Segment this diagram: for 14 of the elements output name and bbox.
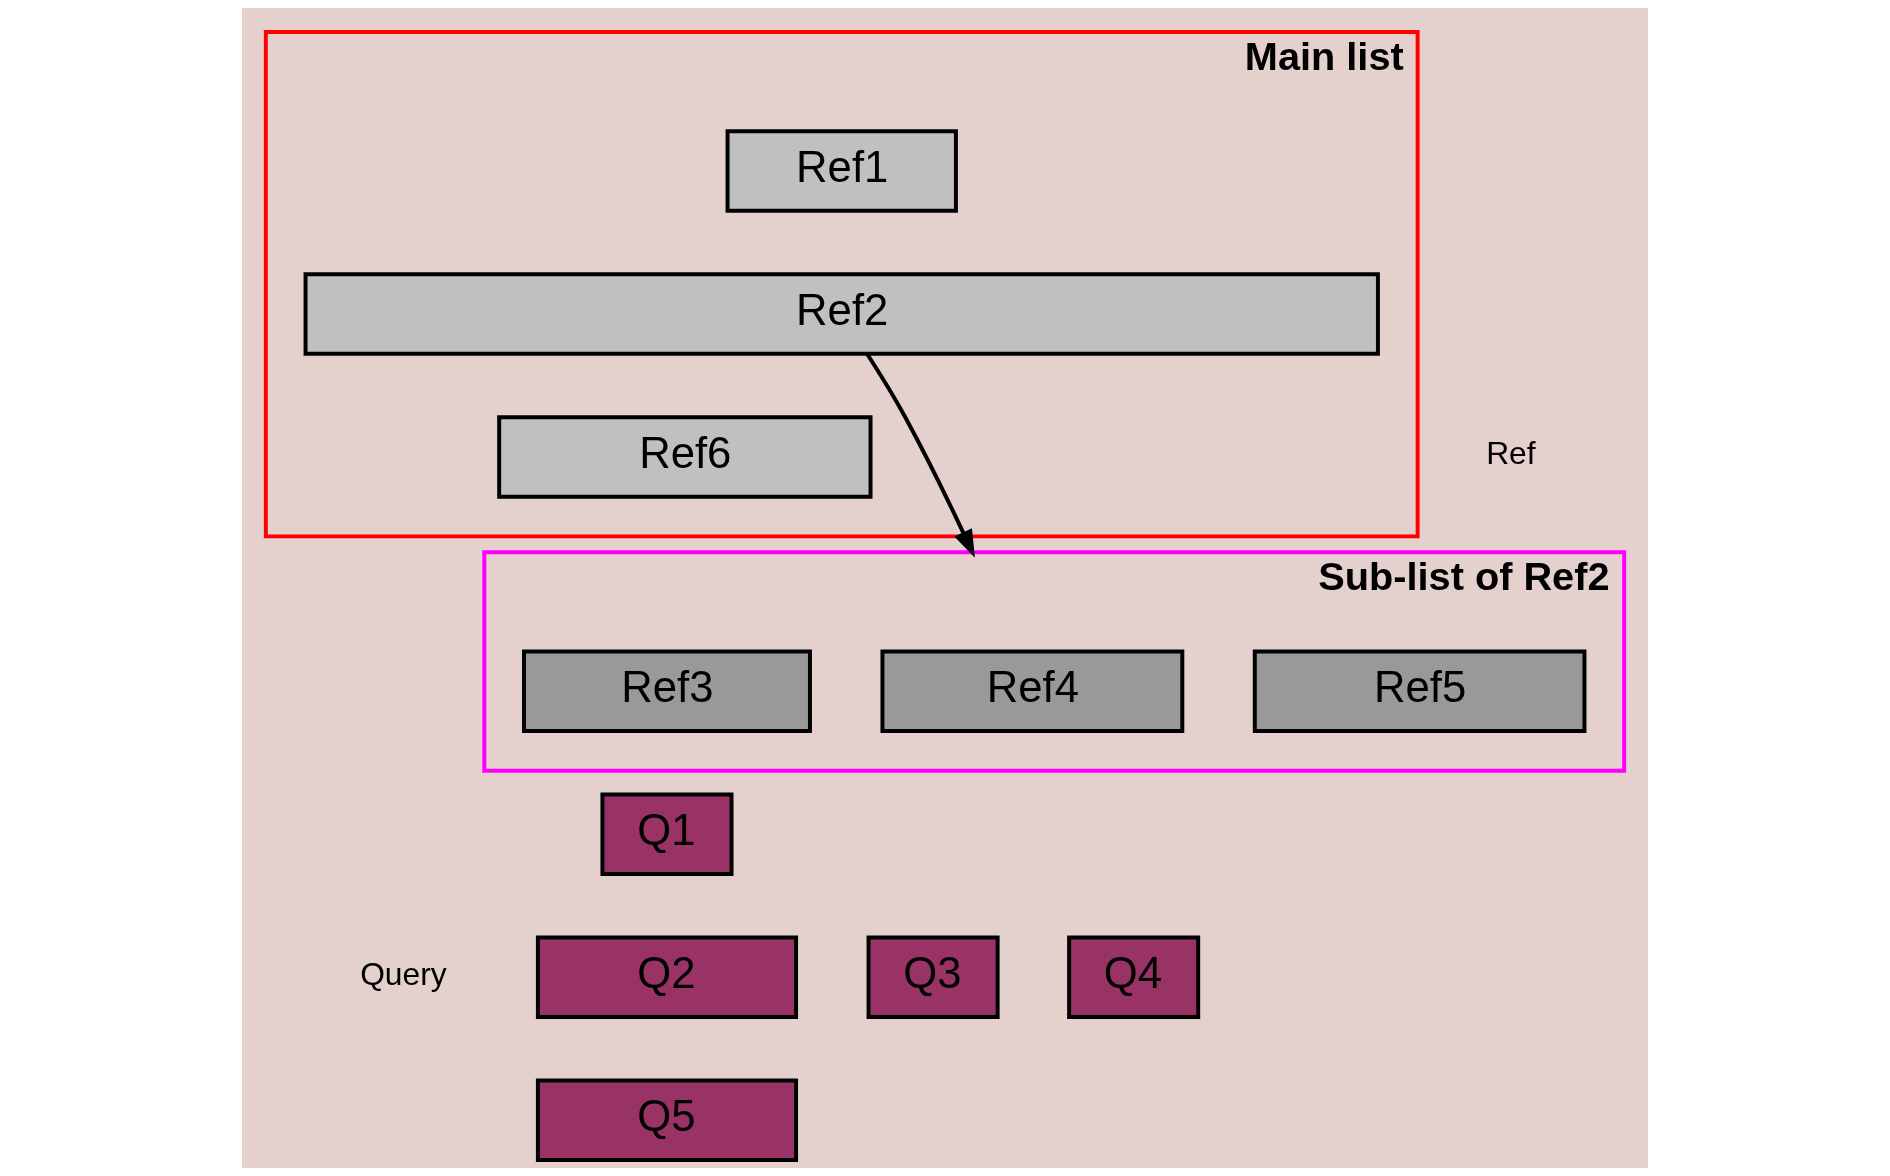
arrow — [865, 352, 975, 558]
node-box: Ref5 — [1252, 649, 1587, 733]
node-box: Q4 — [1067, 935, 1201, 1019]
node-box: Q2 — [535, 935, 799, 1019]
label: Ref — [1486, 435, 1536, 472]
node-box: Ref4 — [880, 649, 1185, 733]
node-box: Ref3 — [522, 649, 812, 733]
node-box: Q3 — [866, 935, 1000, 1019]
node-box: Q1 — [600, 792, 734, 876]
node-box: Ref1 — [725, 129, 958, 213]
node-box: Ref2 — [303, 272, 1380, 356]
node-box: Q5 — [535, 1078, 799, 1162]
label: Query — [360, 955, 447, 992]
node-box: Ref6 — [497, 415, 873, 499]
